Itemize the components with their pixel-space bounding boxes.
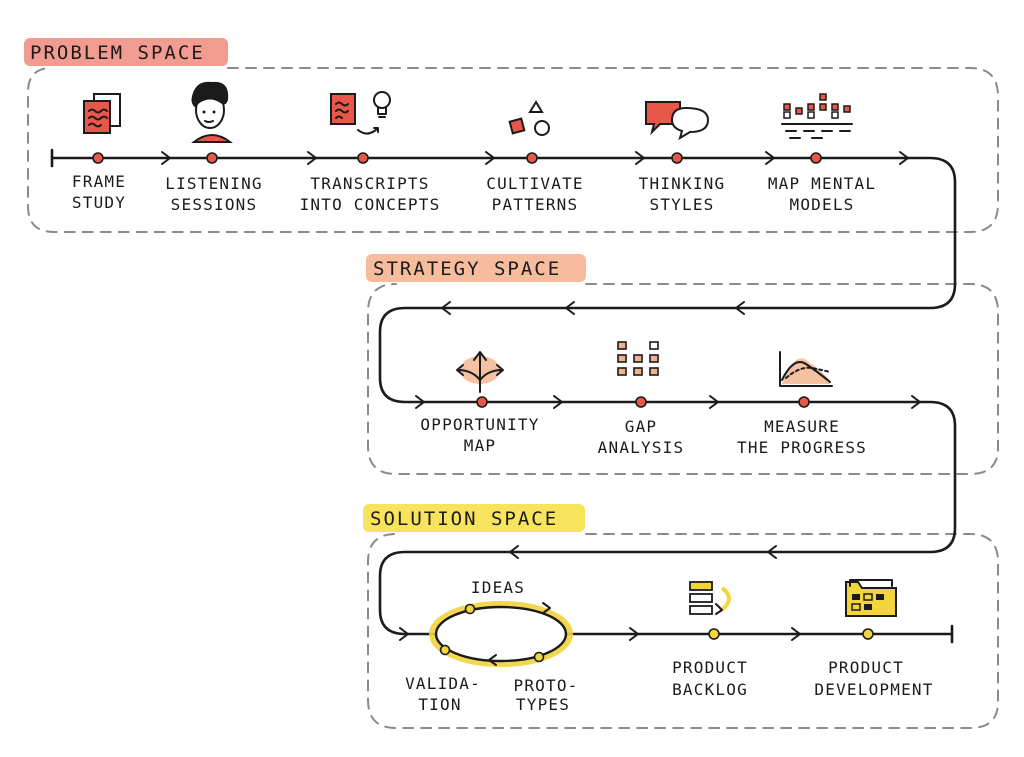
strategy-space-title: STRATEGY SPACE <box>373 258 561 280</box>
node-opportunity-map <box>476 396 488 408</box>
arrow-right-2 <box>307 151 317 165</box>
label-gap-1: GAP <box>625 417 658 436</box>
solution-title-highlight <box>363 504 585 532</box>
loop-arrow-top <box>542 602 551 614</box>
arrow-right-9 <box>709 395 719 409</box>
strategy-step-labels: OPPORTUNITY MAP GAP ANALYSIS MEASURE THE… <box>420 415 867 457</box>
line-chart-icon <box>779 351 833 387</box>
arrow-left-1 <box>735 301 745 315</box>
arrow-right-3 <box>485 151 495 165</box>
label-frame-study-1: FRAME <box>72 172 126 191</box>
strategy-space-header: STRATEGY SPACE <box>366 254 586 282</box>
node-thinking-styles <box>671 152 683 164</box>
node-product-development <box>862 628 874 640</box>
arrow-left-2 <box>565 301 575 315</box>
label-listening-2: SESSIONS <box>171 195 258 214</box>
mental-model-blocks-icon <box>781 93 853 139</box>
documents-icon <box>83 93 121 134</box>
node-validation <box>439 644 451 656</box>
problem-step-nodes <box>92 152 822 164</box>
label-frame-study-2: STUDY <box>72 193 126 212</box>
loop-arrow-bottom <box>488 654 497 666</box>
problem-step-labels: FRAME STUDY LISTENING SESSIONS TRANSCRIP… <box>72 172 876 214</box>
label-measure-1: MEASURE <box>764 417 840 436</box>
strategy-space-frame <box>367 283 999 475</box>
solution-space-title: SOLUTION SPACE <box>370 508 558 530</box>
problem-space-frame <box>27 67 999 233</box>
arrow-right-13 <box>791 627 801 641</box>
label-transcripts-2: INTO CONCEPTS <box>300 195 441 214</box>
split-arrows-icon <box>456 351 504 393</box>
label-transcripts-1: TRANSCRIPTS <box>310 174 429 193</box>
label-ideas: IDEAS <box>471 578 525 597</box>
arrow-right-10 <box>911 395 921 409</box>
node-gap-analysis <box>635 396 647 408</box>
node-listening-sessions <box>206 152 218 164</box>
label-cultivate-2: PATTERNS <box>492 195 579 214</box>
label-mental-1: MAP MENTAL <box>768 174 876 193</box>
arrow-right-1 <box>161 151 171 165</box>
label-listening-1: LISTENING <box>165 174 263 193</box>
label-development-1: PRODUCT <box>828 658 904 677</box>
arrow-left-3 <box>441 301 451 315</box>
arrow-right-5 <box>765 151 775 165</box>
label-cultivate-1: CULTIVATE <box>486 174 584 193</box>
label-backlog-1: PRODUCT <box>672 658 748 677</box>
arrow-right-4 <box>635 151 645 165</box>
label-backlog-2: BACKLOG <box>672 680 748 699</box>
node-prototypes <box>533 651 545 663</box>
arrow-left-4 <box>767 545 777 559</box>
label-validation-1: VALIDA- <box>405 674 481 693</box>
solution-space-frame <box>367 533 999 729</box>
solution-space-header: SOLUTION SPACE <box>363 504 585 532</box>
arrow-right-7 <box>415 395 425 409</box>
node-cultivate-patterns <box>526 152 538 164</box>
strategy-step-nodes <box>476 396 810 408</box>
problem-title-highlight <box>24 38 228 66</box>
person-icon <box>191 81 233 143</box>
node-ideas <box>464 603 476 615</box>
direction-arrows <box>161 151 921 641</box>
loop-highlight <box>429 601 573 667</box>
arrow-right-6 <box>899 151 909 165</box>
arrow-right-12 <box>629 627 639 641</box>
solution-step-nodes <box>708 628 874 640</box>
node-product-backlog <box>708 628 720 640</box>
label-validation-2: TION <box>418 695 461 714</box>
label-opportunity-2: MAP <box>464 436 497 455</box>
note-lightbulb-icon <box>330 91 391 135</box>
problem-space-title: PROBLEM SPACE <box>30 42 205 64</box>
node-mental-models <box>810 152 822 164</box>
label-thinking-2: STYLES <box>650 195 715 214</box>
folder-icon <box>845 579 897 617</box>
journey-path <box>50 156 957 636</box>
label-prototypes-2: TYPES <box>516 695 570 714</box>
node-transcripts <box>357 152 369 164</box>
label-prototypes-1: PROTO- <box>514 676 579 695</box>
shapes-icon <box>508 100 550 136</box>
label-mental-2: MODELS <box>790 195 855 214</box>
arrow-right-8 <box>553 395 563 409</box>
label-development-2: DEVELOPMENT <box>814 680 933 699</box>
loop-outline <box>434 605 568 663</box>
node-frame-study <box>92 152 104 164</box>
node-measure-progress <box>798 396 810 408</box>
label-measure-2: THE PROGRESS <box>737 438 867 457</box>
speech-bubbles-icon <box>645 101 710 141</box>
stacked-list-icon <box>689 581 731 615</box>
strategy-title-highlight <box>366 254 586 282</box>
label-gap-2: ANALYSIS <box>598 438 685 457</box>
iteration-loop <box>429 601 573 667</box>
arrow-right-11 <box>399 627 409 641</box>
label-thinking-1: THINKING <box>639 174 726 193</box>
grid-blocks-icon <box>617 341 659 376</box>
solution-step-labels: IDEAS VALIDA- TION PROTO- TYPES PRODUCT … <box>405 578 933 714</box>
label-opportunity-1: OPPORTUNITY <box>420 415 539 434</box>
problem-space-header: PROBLEM SPACE <box>24 38 228 66</box>
arrow-left-5 <box>509 545 519 559</box>
